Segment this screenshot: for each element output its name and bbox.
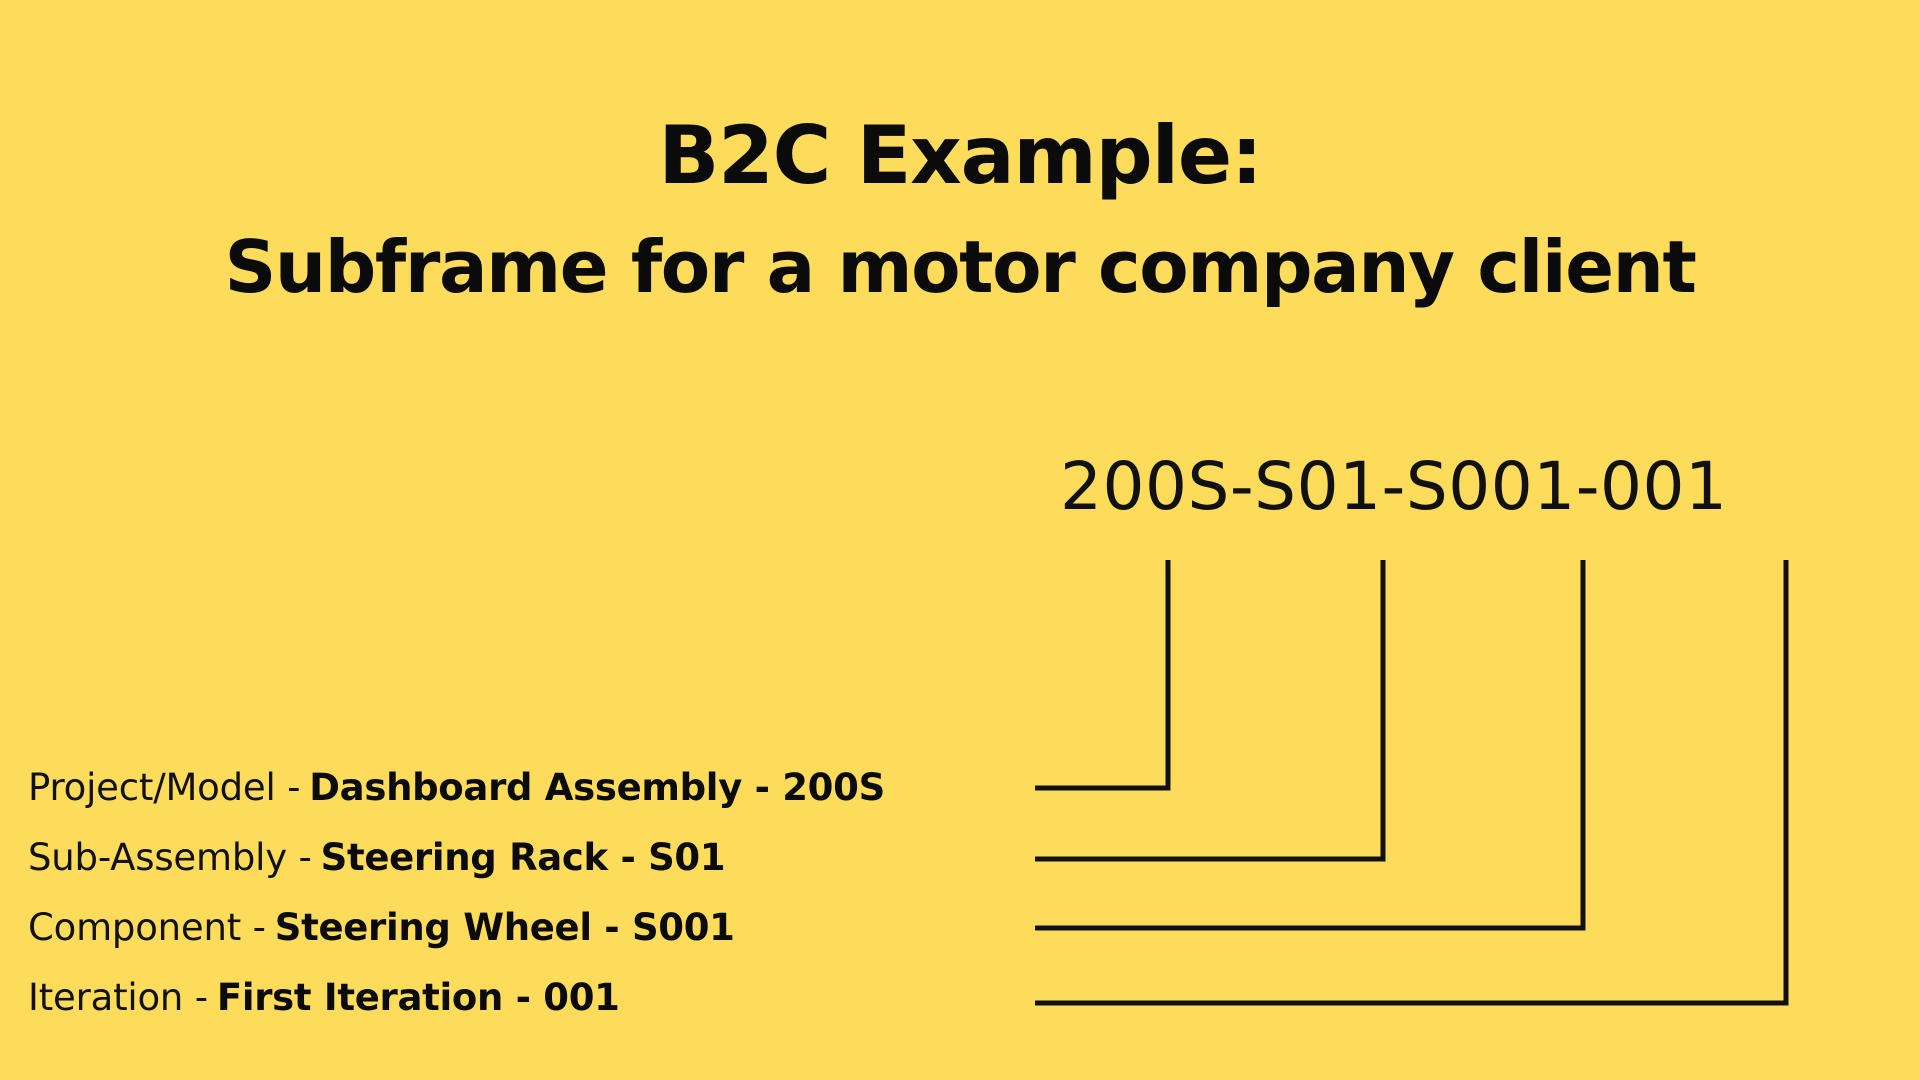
legend-row-component: Component - Steering Wheel - S001 — [28, 892, 1028, 962]
leader-line-project-model — [1035, 560, 1171, 791]
leader-line-sub-assembly — [1035, 560, 1386, 862]
legend-row-sub-assembly: Sub-Assembly - Steering Rack - S01 — [28, 822, 1028, 892]
legend-value-project-model: Dashboard Assembly - 200S — [309, 765, 885, 809]
part-number-code: 200S-S01-S001-001 — [1060, 448, 1728, 525]
legend-value-sub-assembly: Steering Rack - S01 — [320, 835, 726, 879]
legend-value-component: Steering Wheel - S001 — [274, 905, 735, 949]
heading-block: B2C Example: Subframe for a motor compan… — [0, 108, 1920, 310]
leader-line-iteration — [1035, 560, 1789, 1006]
legend-row-project-model: Project/Model - Dashboard Assembly - 200… — [28, 752, 1028, 822]
page-title: B2C Example: — [658, 109, 1263, 202]
leader-line-component — [1035, 560, 1586, 931]
legend-value-iteration: First Iteration - 001 — [216, 975, 620, 1019]
legend-row-iteration: Iteration - First Iteration - 001 — [28, 962, 1028, 1032]
legend-label-iteration: Iteration - — [28, 975, 208, 1019]
legend-list: Project/Model - Dashboard Assembly - 200… — [28, 752, 1028, 1032]
legend-label-project-model: Project/Model - — [28, 765, 301, 809]
legend-label-component: Component - — [28, 905, 266, 949]
page-subtitle: Subframe for a motor company client — [224, 225, 1696, 309]
legend-label-sub-assembly: Sub-Assembly - — [28, 835, 312, 879]
